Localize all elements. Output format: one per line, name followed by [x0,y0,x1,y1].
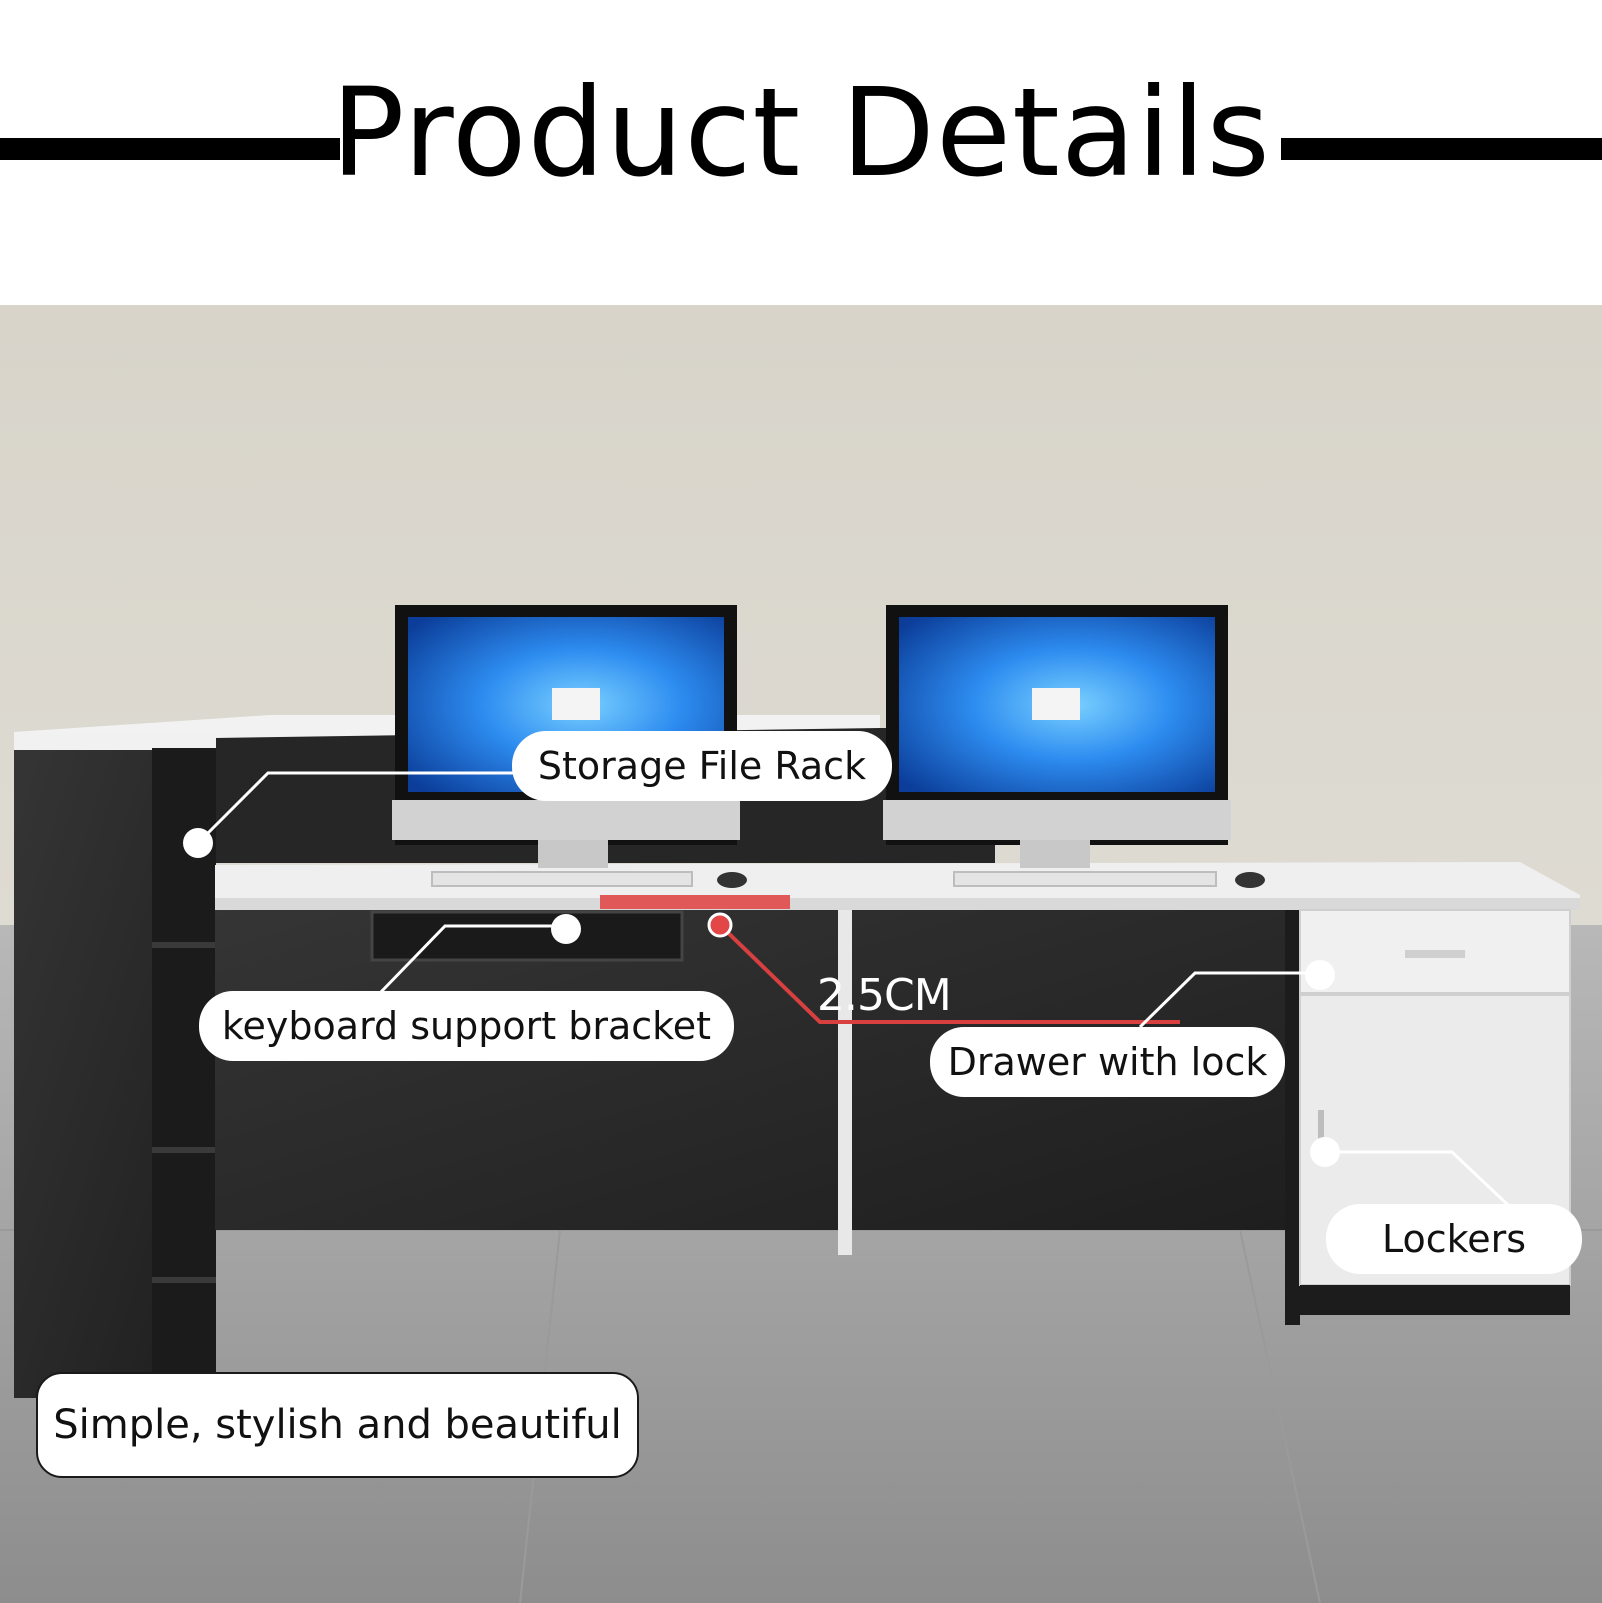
thickness-measurement: 2.5CM [817,970,952,1021]
callout-label: keyboard support bracket [221,1004,712,1048]
leader-keyboard [378,924,566,995]
title-rule-left [0,138,340,160]
red-dot-icon [707,912,733,938]
keyboard-tray [370,910,684,962]
leader-lockers [1325,1150,1510,1207]
title-rule-right [1281,138,1602,160]
desk-divider [838,905,852,1255]
callout-label: Lockers [1381,1217,1527,1261]
keyboard-dot-icon [551,914,581,944]
tagline-box: Simple, stylish and beautiful [36,1372,639,1478]
header: Product Details [0,0,1602,305]
measure-leader [718,923,1180,1024]
callout-drawer-with-lock: Drawer with lock [930,1027,1285,1097]
callout-label: Drawer with lock [947,1040,1268,1084]
drawer-dot-icon [1305,960,1335,990]
callout-lockers: Lockers [1326,1204,1582,1274]
storage-dot-icon [183,828,213,858]
product-photo [0,305,1602,1603]
callout-storage-file-rack: Storage File Rack [512,731,892,801]
callout-label: Storage File Rack [537,744,867,788]
callout-keyboard-support-bracket: keyboard support bracket [199,991,734,1061]
page-title: Product Details [331,62,1271,204]
lockers-dot-icon [1310,1137,1340,1167]
leader-drawer [1138,971,1320,1029]
desk-illustration [0,305,1602,1603]
leader-storage [196,771,515,845]
thickness-highlight [600,895,790,909]
tagline-text: Simple, stylish and beautiful [53,1402,622,1448]
